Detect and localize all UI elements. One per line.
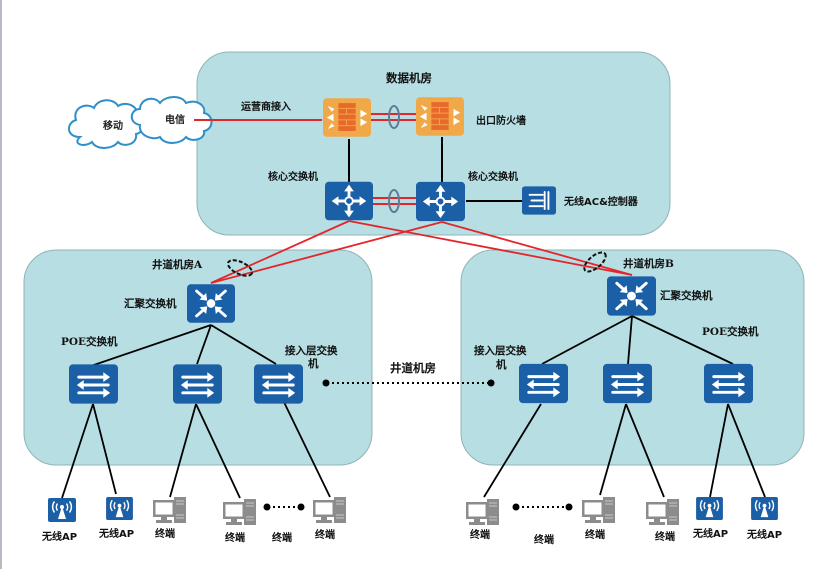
- shaft-b-title: 井道机房B: [623, 257, 674, 270]
- firewall-ha-link: [371, 113, 416, 121]
- terminal-pc-icon[interactable]: [645, 498, 680, 526]
- shaft-b-zone: [460, 249, 805, 466]
- endpoint-label: 无线AP: [746, 528, 782, 541]
- aggregation-a-label: 汇聚交换机: [124, 297, 177, 310]
- access-a-label-line1: 接入层交换: [285, 344, 338, 357]
- lag-ring-core: [388, 189, 400, 213]
- terminal-pc-icon[interactable]: [312, 496, 347, 524]
- poe-switch-b[interactable]: [704, 363, 753, 404]
- data-center-title: 数据机房: [386, 71, 432, 85]
- core-switch-left[interactable]: [325, 181, 373, 221]
- shaft-link-label: 井道机房: [390, 361, 436, 375]
- endpoint-label: 无线AP: [41, 530, 77, 543]
- endpoint-label: 终端: [272, 531, 292, 544]
- terminal-pc-icon[interactable]: [152, 496, 187, 524]
- core-switch-left-label: 核心交换机: [268, 170, 318, 183]
- terminal-ellipsis-b: [512, 503, 573, 511]
- endpoint-label: 终端: [155, 527, 175, 540]
- endpoint-label: 无线AP: [692, 527, 728, 540]
- shaft-a-agg-links: [87, 324, 277, 368]
- terminal-ellipsis-a: [263, 503, 305, 511]
- shaft-a-zone: [23, 249, 373, 466]
- aggregation-switch-b[interactable]: [607, 276, 656, 316]
- poe-b-label: POE交换机: [702, 325, 759, 338]
- firewall-right[interactable]: [416, 97, 464, 136]
- wireless-ac-controller[interactable]: [522, 186, 556, 215]
- shaft-b-agg-links: [541, 315, 734, 365]
- endpoint-label: 终端: [470, 528, 490, 541]
- shaft-interconnect-link: [322, 379, 495, 387]
- cloud-telecom: [130, 96, 213, 144]
- core-switch-right-label: 核心交换机: [468, 170, 518, 183]
- carrier-access-label: 运营商接入: [241, 100, 291, 113]
- access-b-label-line2: 机: [496, 358, 507, 371]
- endpoint-label: 终端: [315, 528, 335, 541]
- cloud-mobile-label: 移动: [103, 119, 123, 132]
- access-switch-b-2[interactable]: [603, 363, 652, 404]
- access-a-label-line2: 机: [308, 357, 319, 370]
- shaft-a-endpoint-links: [61, 397, 331, 499]
- cloud-telecom-label: 电信: [165, 113, 185, 126]
- wireless-ap-icon[interactable]: [106, 497, 133, 520]
- poe-a-label: POE交换机: [61, 335, 118, 348]
- aggregation-switch-a[interactable]: [187, 283, 235, 324]
- endpoint-label: 终端: [585, 528, 605, 541]
- endpoint-label: 无线AP: [98, 527, 134, 540]
- wireless-ac-label: 无线AC&控制器: [563, 195, 639, 208]
- wireless-ap-icon[interactable]: [48, 498, 76, 522]
- terminal-pc-icon[interactable]: [465, 498, 500, 526]
- core-switch-right[interactable]: [416, 181, 465, 222]
- lag-ring-firewall: [388, 105, 400, 129]
- shaft-a-title: 井道机房A: [152, 258, 203, 271]
- access-switch-b-1[interactable]: [519, 363, 568, 404]
- shaft-b-endpoint-links: [483, 403, 766, 498]
- endpoint-label: 终端: [225, 531, 245, 544]
- access-switch-a-3[interactable]: [254, 364, 303, 404]
- aggregation-b-label: 汇聚交换机: [660, 289, 713, 302]
- wireless-ap-icon[interactable]: [696, 497, 723, 520]
- core-stack-link: [373, 197, 416, 205]
- access-b-label-line1: 接入层交换: [474, 344, 527, 357]
- poe-switch-a[interactable]: [69, 364, 118, 404]
- access-switch-a-2[interactable]: [173, 364, 222, 404]
- firewall-label: 出口防火墙: [476, 114, 526, 127]
- firewall-left[interactable]: [323, 98, 371, 137]
- terminal-pc-icon[interactable]: [222, 498, 257, 526]
- page-left-border: [0, 0, 2, 569]
- wireless-ap-icon[interactable]: [751, 497, 778, 520]
- endpoint-label: 终端: [534, 533, 554, 546]
- endpoint-label: 终端: [655, 530, 675, 543]
- terminal-pc-icon[interactable]: [581, 496, 616, 524]
- lag-ring-shaft-b: [583, 251, 607, 273]
- lag-ring-shaft-a: [226, 259, 254, 277]
